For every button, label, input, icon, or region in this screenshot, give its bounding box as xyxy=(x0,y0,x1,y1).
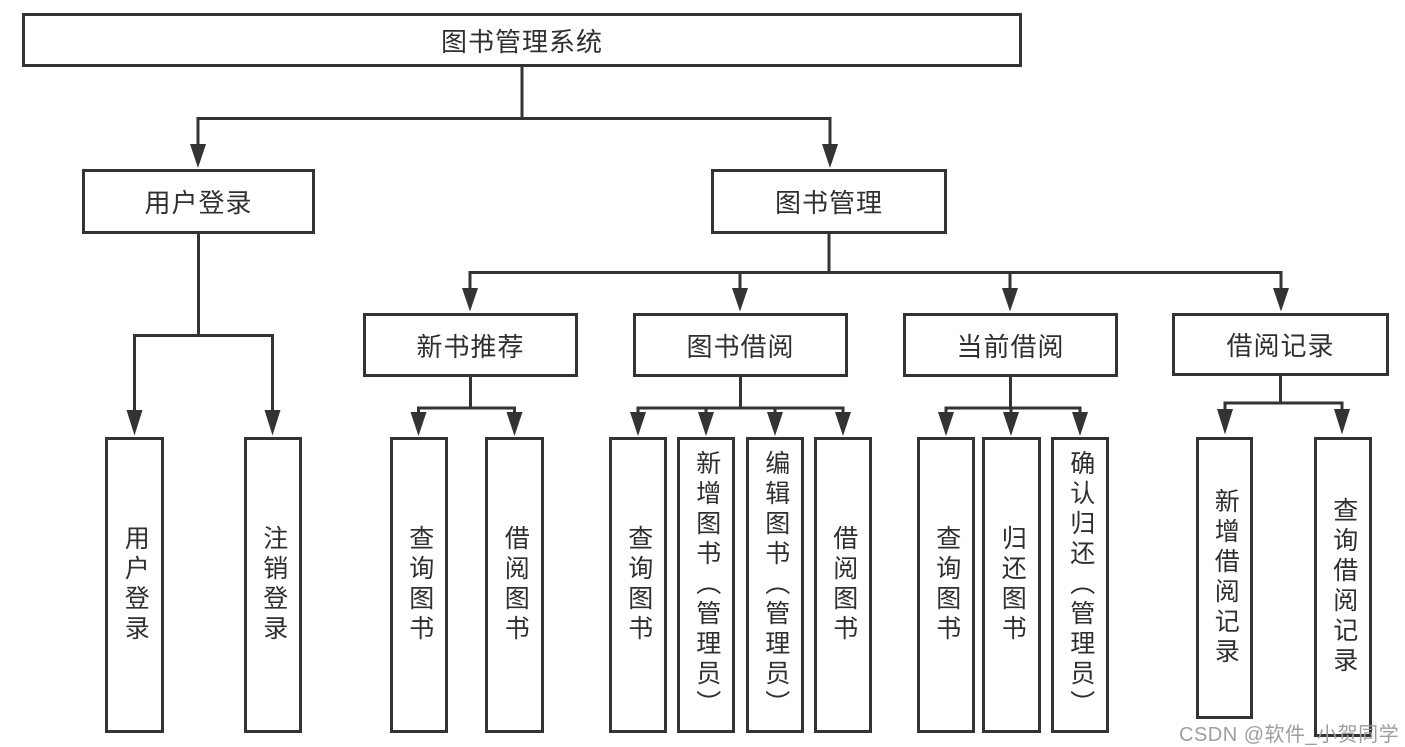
connector-borrow-records-to-leaves xyxy=(1217,375,1350,435)
leaf-logout: 注销登录 xyxy=(244,437,302,733)
connector-current-borrow-to-leaves xyxy=(938,376,1088,436)
node-label: 借阅图书 xyxy=(501,525,530,645)
node-label: 新增图书（管理员） xyxy=(692,450,721,720)
node-label: 编辑图书（管理员） xyxy=(761,450,790,720)
leaf-query-books-current: 查询图书 xyxy=(917,437,975,733)
connector-book-borrow-to-leaves xyxy=(630,376,851,436)
leaf-user-login: 用户登录 xyxy=(105,437,164,733)
node-label: 借阅图书 xyxy=(829,525,858,645)
leaf-return-book: 归还图书 xyxy=(982,437,1041,733)
node-user-login: 用户登录 xyxy=(82,169,315,234)
leaf-borrow-books: 借阅图书 xyxy=(814,437,872,733)
node-library-management-system: 图书管理系统 xyxy=(22,13,1022,67)
node-label: 查询图书 xyxy=(624,525,653,645)
node-label: 查询图书 xyxy=(932,525,961,645)
csdn-watermark: CSDN @软件_小贺同学 xyxy=(1179,724,1400,746)
node-label: 图书管理系统 xyxy=(440,26,603,57)
node-label: 当前借阅 xyxy=(956,331,1065,362)
node-book-management: 图书管理 xyxy=(711,169,947,234)
node-label: 用户登录 xyxy=(144,188,253,218)
leaf-edit-book-admin: 编辑图书（管理员） xyxy=(746,437,804,733)
node-label: 新书推荐 xyxy=(416,331,525,362)
node-label: 归还图书 xyxy=(998,525,1027,645)
node-label: 查询借阅记录 xyxy=(1329,497,1358,677)
leaf-add-borrow-record: 新增借阅记录 xyxy=(1196,437,1253,719)
node-book-borrow: 图书借阅 xyxy=(633,313,848,377)
node-label: 用户登录 xyxy=(121,525,150,645)
leaf-query-borrow-record: 查询借阅记录 xyxy=(1314,437,1372,737)
node-label: 借阅记录 xyxy=(1226,331,1335,361)
node-current-borrow: 当前借阅 xyxy=(903,313,1118,377)
node-borrow-records: 借阅记录 xyxy=(1172,313,1389,376)
leaf-add-book-admin: 新增图书（管理员） xyxy=(677,437,735,733)
node-label: 确认归还（管理员） xyxy=(1066,450,1095,720)
node-label: 注销登录 xyxy=(259,525,288,645)
node-label: 图书管理 xyxy=(774,188,883,218)
connector-user-login-to-leaves xyxy=(126,233,281,436)
node-label: 图书借阅 xyxy=(686,331,795,362)
node-label: 新增借阅记录 xyxy=(1211,488,1240,668)
connector-new-book-recommend-to-leaves xyxy=(410,376,523,436)
leaf-confirm-return-admin: 确认归还（管理员） xyxy=(1051,437,1109,733)
node-new-book-recommend: 新书推荐 xyxy=(363,313,578,377)
node-label: 查询图书 xyxy=(405,525,434,645)
connector-root-to-level2 xyxy=(190,65,838,168)
leaf-query-books-borrow: 查询图书 xyxy=(609,437,667,733)
leaf-borrow-books-recommend: 借阅图书 xyxy=(485,437,544,733)
leaf-query-books-recommend: 查询图书 xyxy=(390,437,448,733)
connector-book-management-to-level3 xyxy=(462,233,1289,312)
